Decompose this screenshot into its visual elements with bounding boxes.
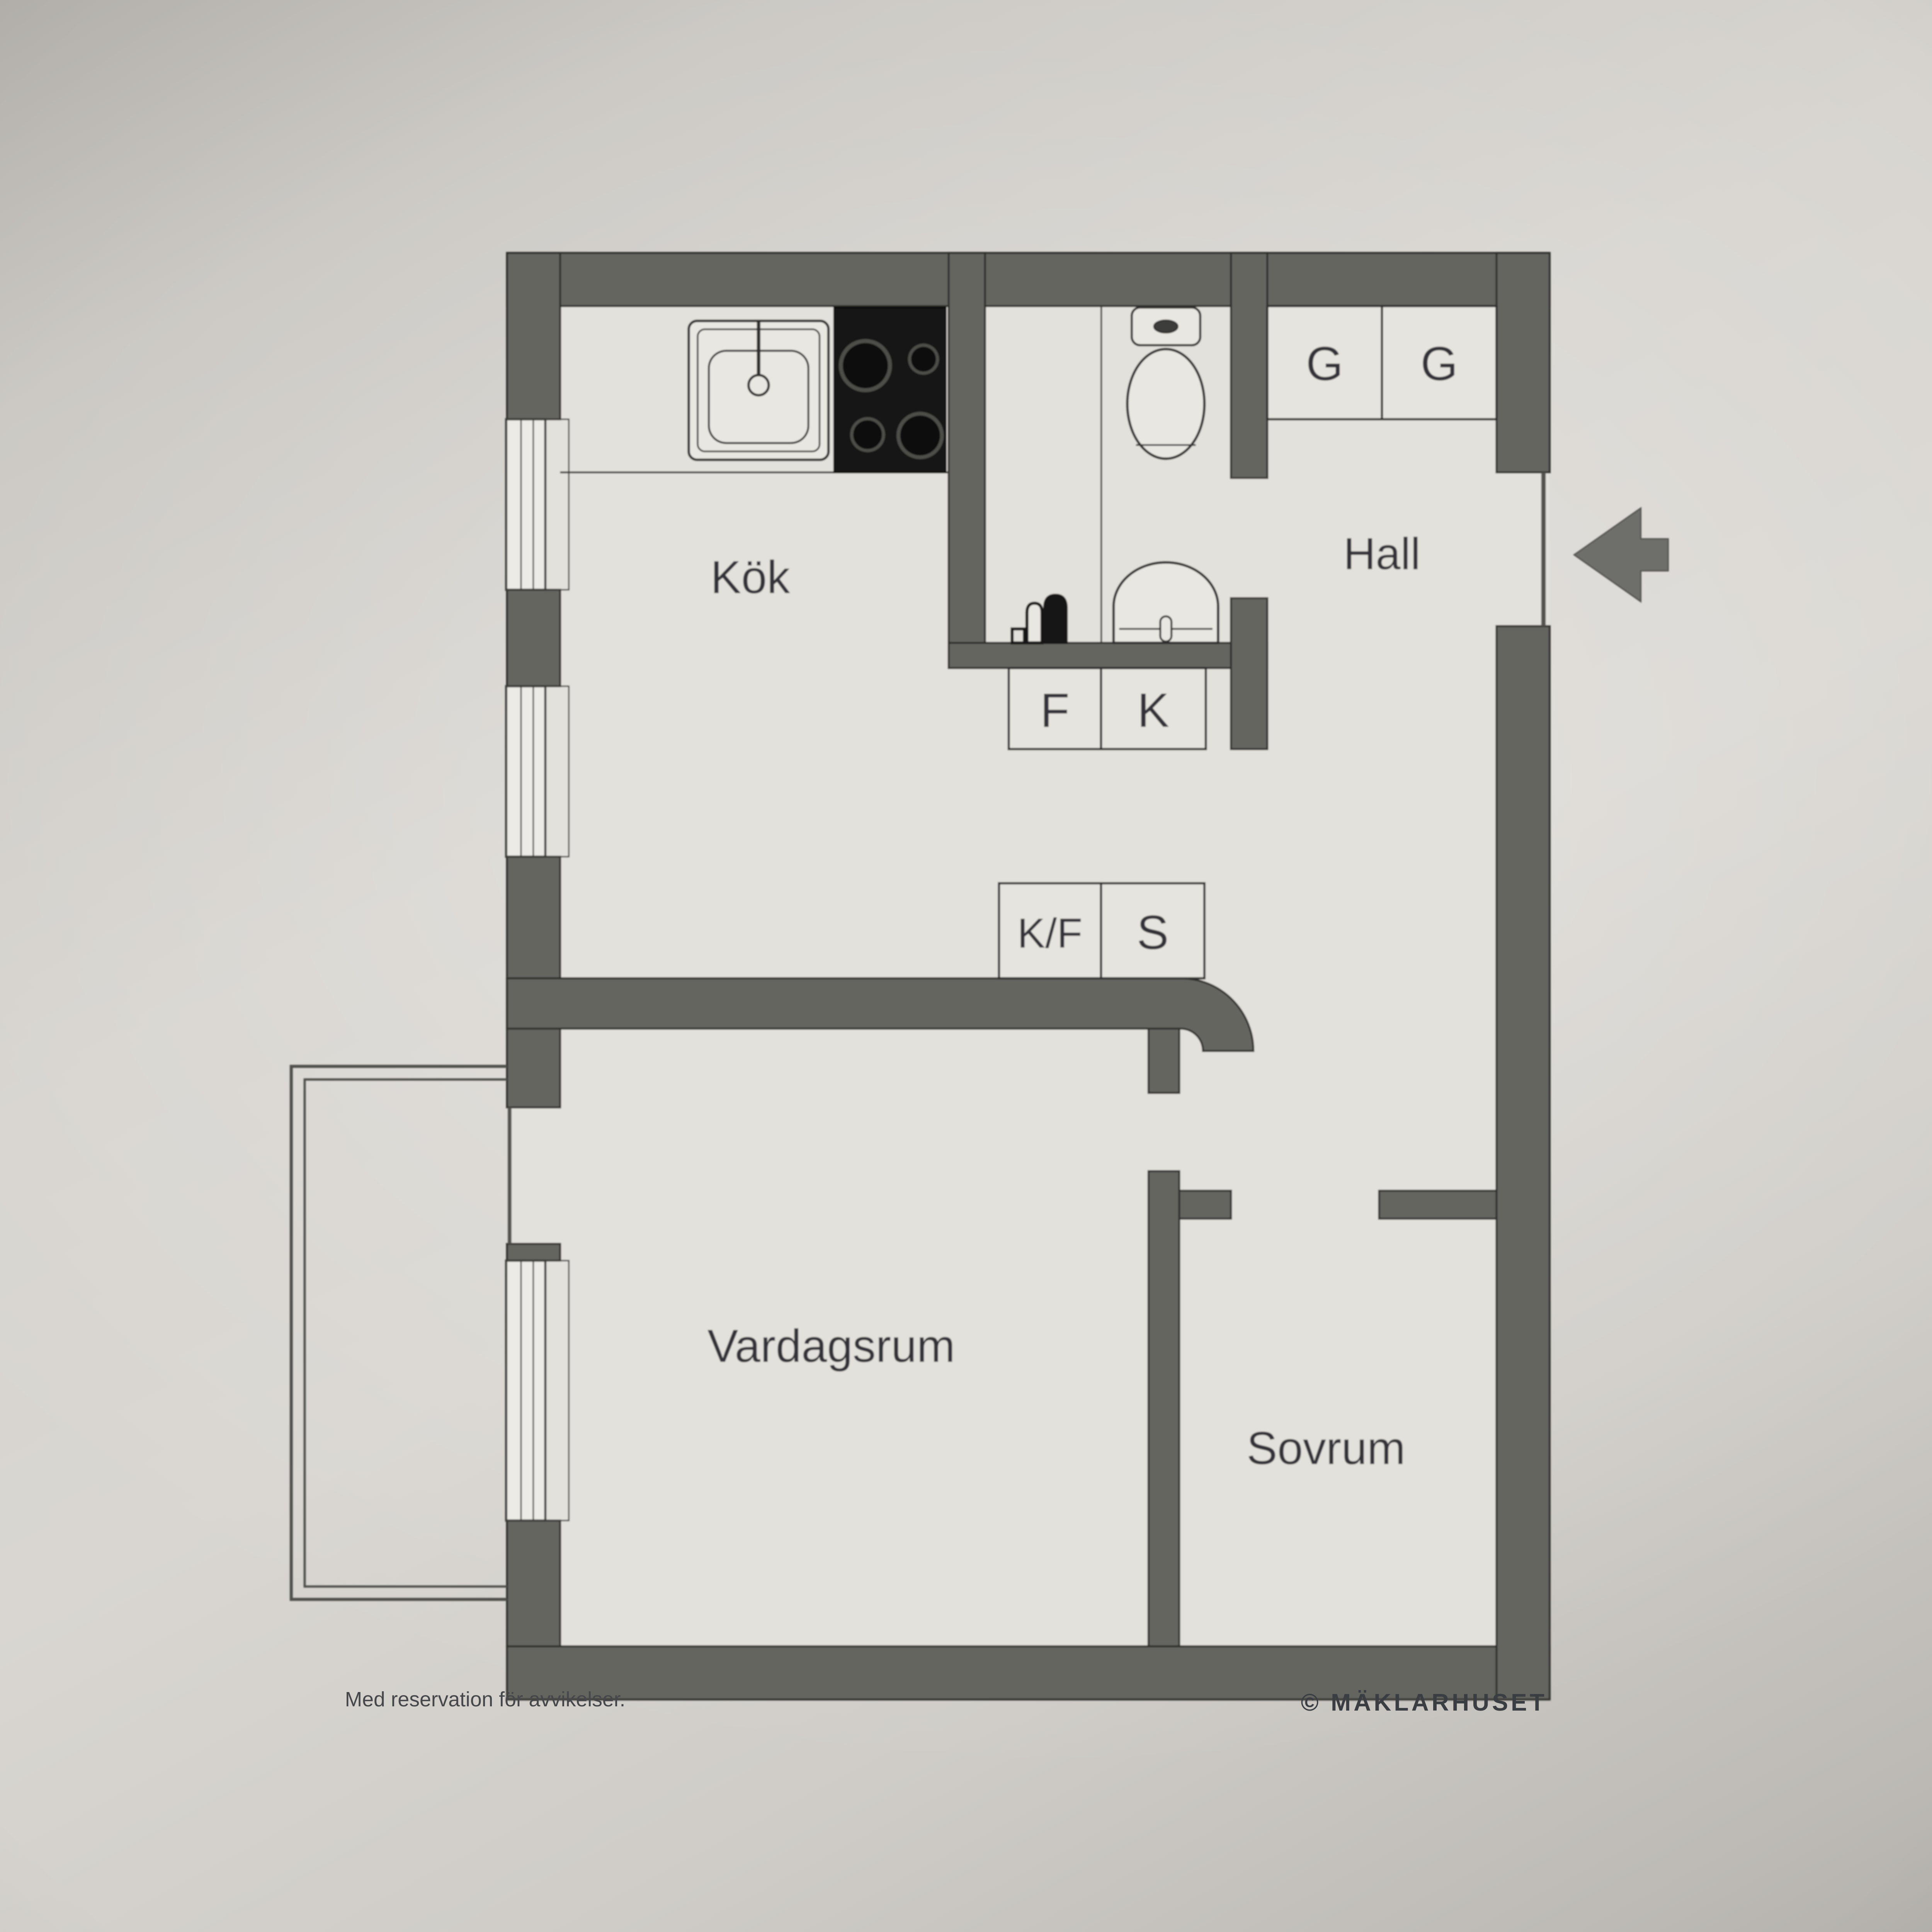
wall-left-a <box>506 252 561 420</box>
closet-box-s <box>1100 882 1206 980</box>
laundry-items-icon <box>1010 594 1068 645</box>
bathroom <box>1010 306 1219 645</box>
stove-icon <box>833 306 947 473</box>
kitchen-fixtures <box>560 306 949 474</box>
wall-right-upper <box>1495 252 1551 474</box>
wall-left-b <box>506 588 561 687</box>
wall-divider-curved <box>506 977 1255 1052</box>
wall-top <box>506 252 1551 307</box>
room-label-kok: Kök <box>711 552 790 603</box>
window-icon <box>505 685 570 858</box>
kitchen-sink-icon <box>687 320 830 461</box>
closet-box-f <box>1007 667 1102 750</box>
balcony-outline <box>289 1065 507 1601</box>
closet-label-g2: G <box>1420 337 1458 391</box>
toilet-icon <box>1126 306 1206 460</box>
wall-bedroom-stub-right <box>1378 1190 1498 1220</box>
disclaimer-text: Med reservation för avvikelser. <box>345 1688 626 1711</box>
room-label-sovrum: Sovrum <box>1247 1423 1405 1474</box>
wall-bottom <box>506 1645 1551 1701</box>
closet-label-f: F <box>1040 684 1070 737</box>
room-label-vardagsrum: Vardagsrum <box>707 1320 955 1372</box>
closet-box-g1 <box>1266 305 1383 420</box>
window-icon <box>505 1259 570 1522</box>
washbasin-icon <box>1112 561 1219 645</box>
walls <box>506 252 1551 1701</box>
closet-boxes <box>998 305 1498 980</box>
closet-label-k: K <box>1137 684 1169 737</box>
wall-left-d <box>506 1519 561 1648</box>
closet-label-g1: G <box>1306 337 1344 391</box>
wall-left-nub <box>506 1243 561 1262</box>
wall-right-lower <box>1495 625 1551 1701</box>
entrance-threshold-line <box>1541 472 1546 626</box>
wall-kitchen-bathroom <box>947 252 986 669</box>
wall-bedroom-divider <box>1147 1170 1180 1648</box>
balcony-door-threshold-line <box>507 1107 512 1244</box>
windows <box>505 418 570 1522</box>
wall-hall-west-upper <box>1230 252 1269 479</box>
room-label-hall: Hall <box>1344 529 1420 579</box>
closet-box-k <box>1100 667 1207 750</box>
entrance-arrow-icon <box>1573 507 1669 603</box>
wall-door-jamb-stub <box>1147 1027 1180 1094</box>
closet-box-g2 <box>1381 305 1498 420</box>
door-openings <box>507 472 1546 1244</box>
wall-bedroom-stub-left <box>1178 1190 1232 1220</box>
closet-label-s: S <box>1137 906 1169 959</box>
wall-bathroom-bottom <box>947 642 1269 669</box>
closet-box-kf <box>998 882 1102 980</box>
window-icon <box>505 418 570 591</box>
wall-hall-west-lower <box>1230 597 1269 750</box>
bathroom-door-jambs <box>1231 477 1267 599</box>
closet-label-kf: K/F <box>1017 910 1083 956</box>
labels: Kök Hall Vardagsrum Sovrum G G F K K/F S <box>707 337 1458 1474</box>
copyright-credit-text: © MÄKLARHUSET <box>1301 1689 1547 1716</box>
